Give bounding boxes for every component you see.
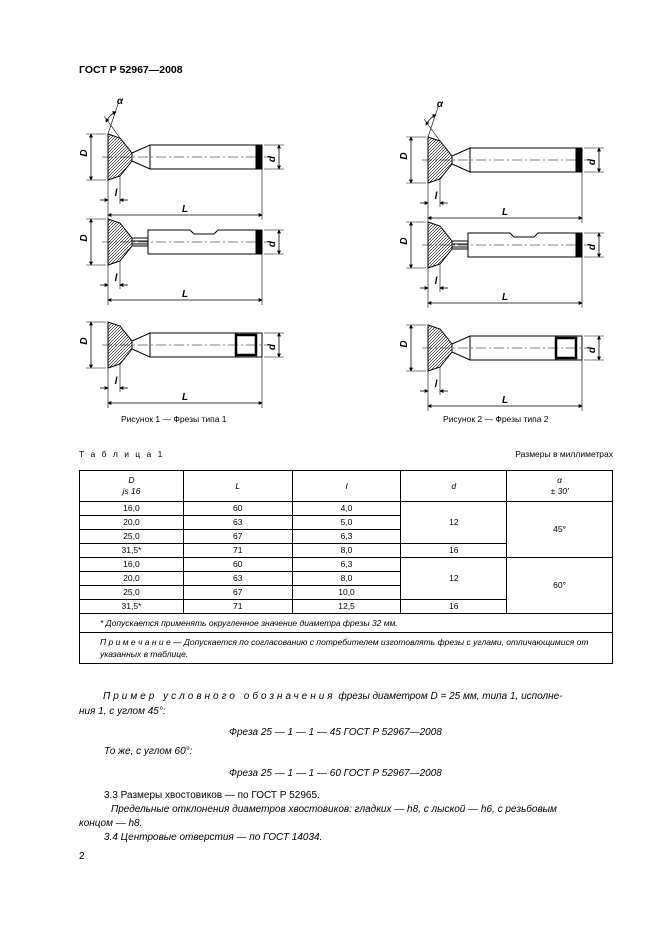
dim-label-D: D [399, 152, 410, 159]
designation-60: Фреза 25 — 1 — 1 — 60 ГОСТ Р 52967—2008 [229, 768, 442, 779]
dim-label-d: d [587, 243, 598, 250]
dim-label-L: L [502, 395, 508, 406]
dim-label-d: d [587, 158, 598, 165]
cutter-sketch [406, 324, 604, 411]
table-label: Т а б л и ц а 1 [79, 449, 165, 459]
dim-label-l: l [435, 379, 438, 390]
dim-label-D: D [79, 149, 90, 156]
dim-label-L: L [182, 289, 188, 300]
col-header-alpha: α± 30' [506, 470, 613, 502]
cutter-sketch [406, 106, 604, 223]
dim-label-alpha: α [437, 99, 444, 110]
table-notes: * Допускается применять округленное знач… [79, 613, 613, 664]
page-number: 2 [79, 851, 85, 862]
dim-label-L: L [182, 204, 188, 215]
dim-label-d: d [267, 240, 278, 247]
dim-label-l: l [115, 188, 118, 199]
dim-label-alpha: α [117, 96, 124, 107]
cutter-sketch [86, 218, 284, 305]
dim-label-l: l [435, 191, 438, 202]
dim-label-L: L [502, 207, 508, 218]
dim-label-D: D [399, 340, 410, 347]
dim-label-d: d [267, 155, 278, 162]
section-3-3-tolerances: Предельные отклонения диаметров хвостови… [111, 804, 557, 815]
example-cont: ния 1, с углом 45°: [79, 706, 166, 717]
example-lead: Пример условного обозначения [103, 691, 336, 702]
same-60-line: То же, с углом 60°: [104, 746, 193, 757]
section-3-3-cont: концом — h8. [79, 818, 143, 829]
dim-label-L: L [182, 392, 188, 403]
example-rest: фрезы диаметром D = 25 мм, типа 1, испол… [335, 691, 563, 702]
table-footnote: * Допускается применять округленное знач… [100, 618, 398, 628]
cutter-sketch [406, 221, 604, 308]
figure1-caption: Рисунок 1 — Фрезы типа 1 [121, 414, 227, 424]
dim-label-l: l [115, 376, 118, 387]
figure2-caption: Рисунок 2 — Фрезы типа 2 [443, 414, 549, 424]
cutter-sketch [86, 321, 284, 408]
example-paragraph: Пример условного обозначения фрезы диаме… [79, 689, 613, 719]
dim-label-l: l [115, 273, 118, 284]
dim-label-D: D [79, 234, 90, 241]
col-header-l: l [291, 470, 402, 502]
dim-label-D: D [399, 237, 410, 244]
dim-label-d: d [267, 343, 278, 350]
section-3-3: 3.3 Размеры хвостовиков — по ГОСТ Р 5296… [104, 790, 320, 801]
cutter-sketch [86, 103, 284, 220]
table-note: П р и м е ч а н и е — Допускается по сог… [80, 632, 612, 660]
document-header: ГОСТ Р 52967—2008 [79, 64, 183, 76]
designation-45: Фреза 25 — 1 — 1 — 45 ГОСТ Р 52967—2008 [229, 727, 442, 738]
col-header-L: L [182, 470, 293, 502]
section-3-4: 3.4 Центровые отверстия — по ГОСТ 14034. [104, 832, 323, 843]
dim-label-L: L [502, 292, 508, 303]
dim-label-l: l [435, 276, 438, 287]
col-header-d: d [400, 470, 508, 502]
dim-label-d: d [587, 346, 598, 353]
dim-label-D: D [79, 337, 90, 344]
table-units: Размеры в миллиметрах [515, 449, 613, 459]
